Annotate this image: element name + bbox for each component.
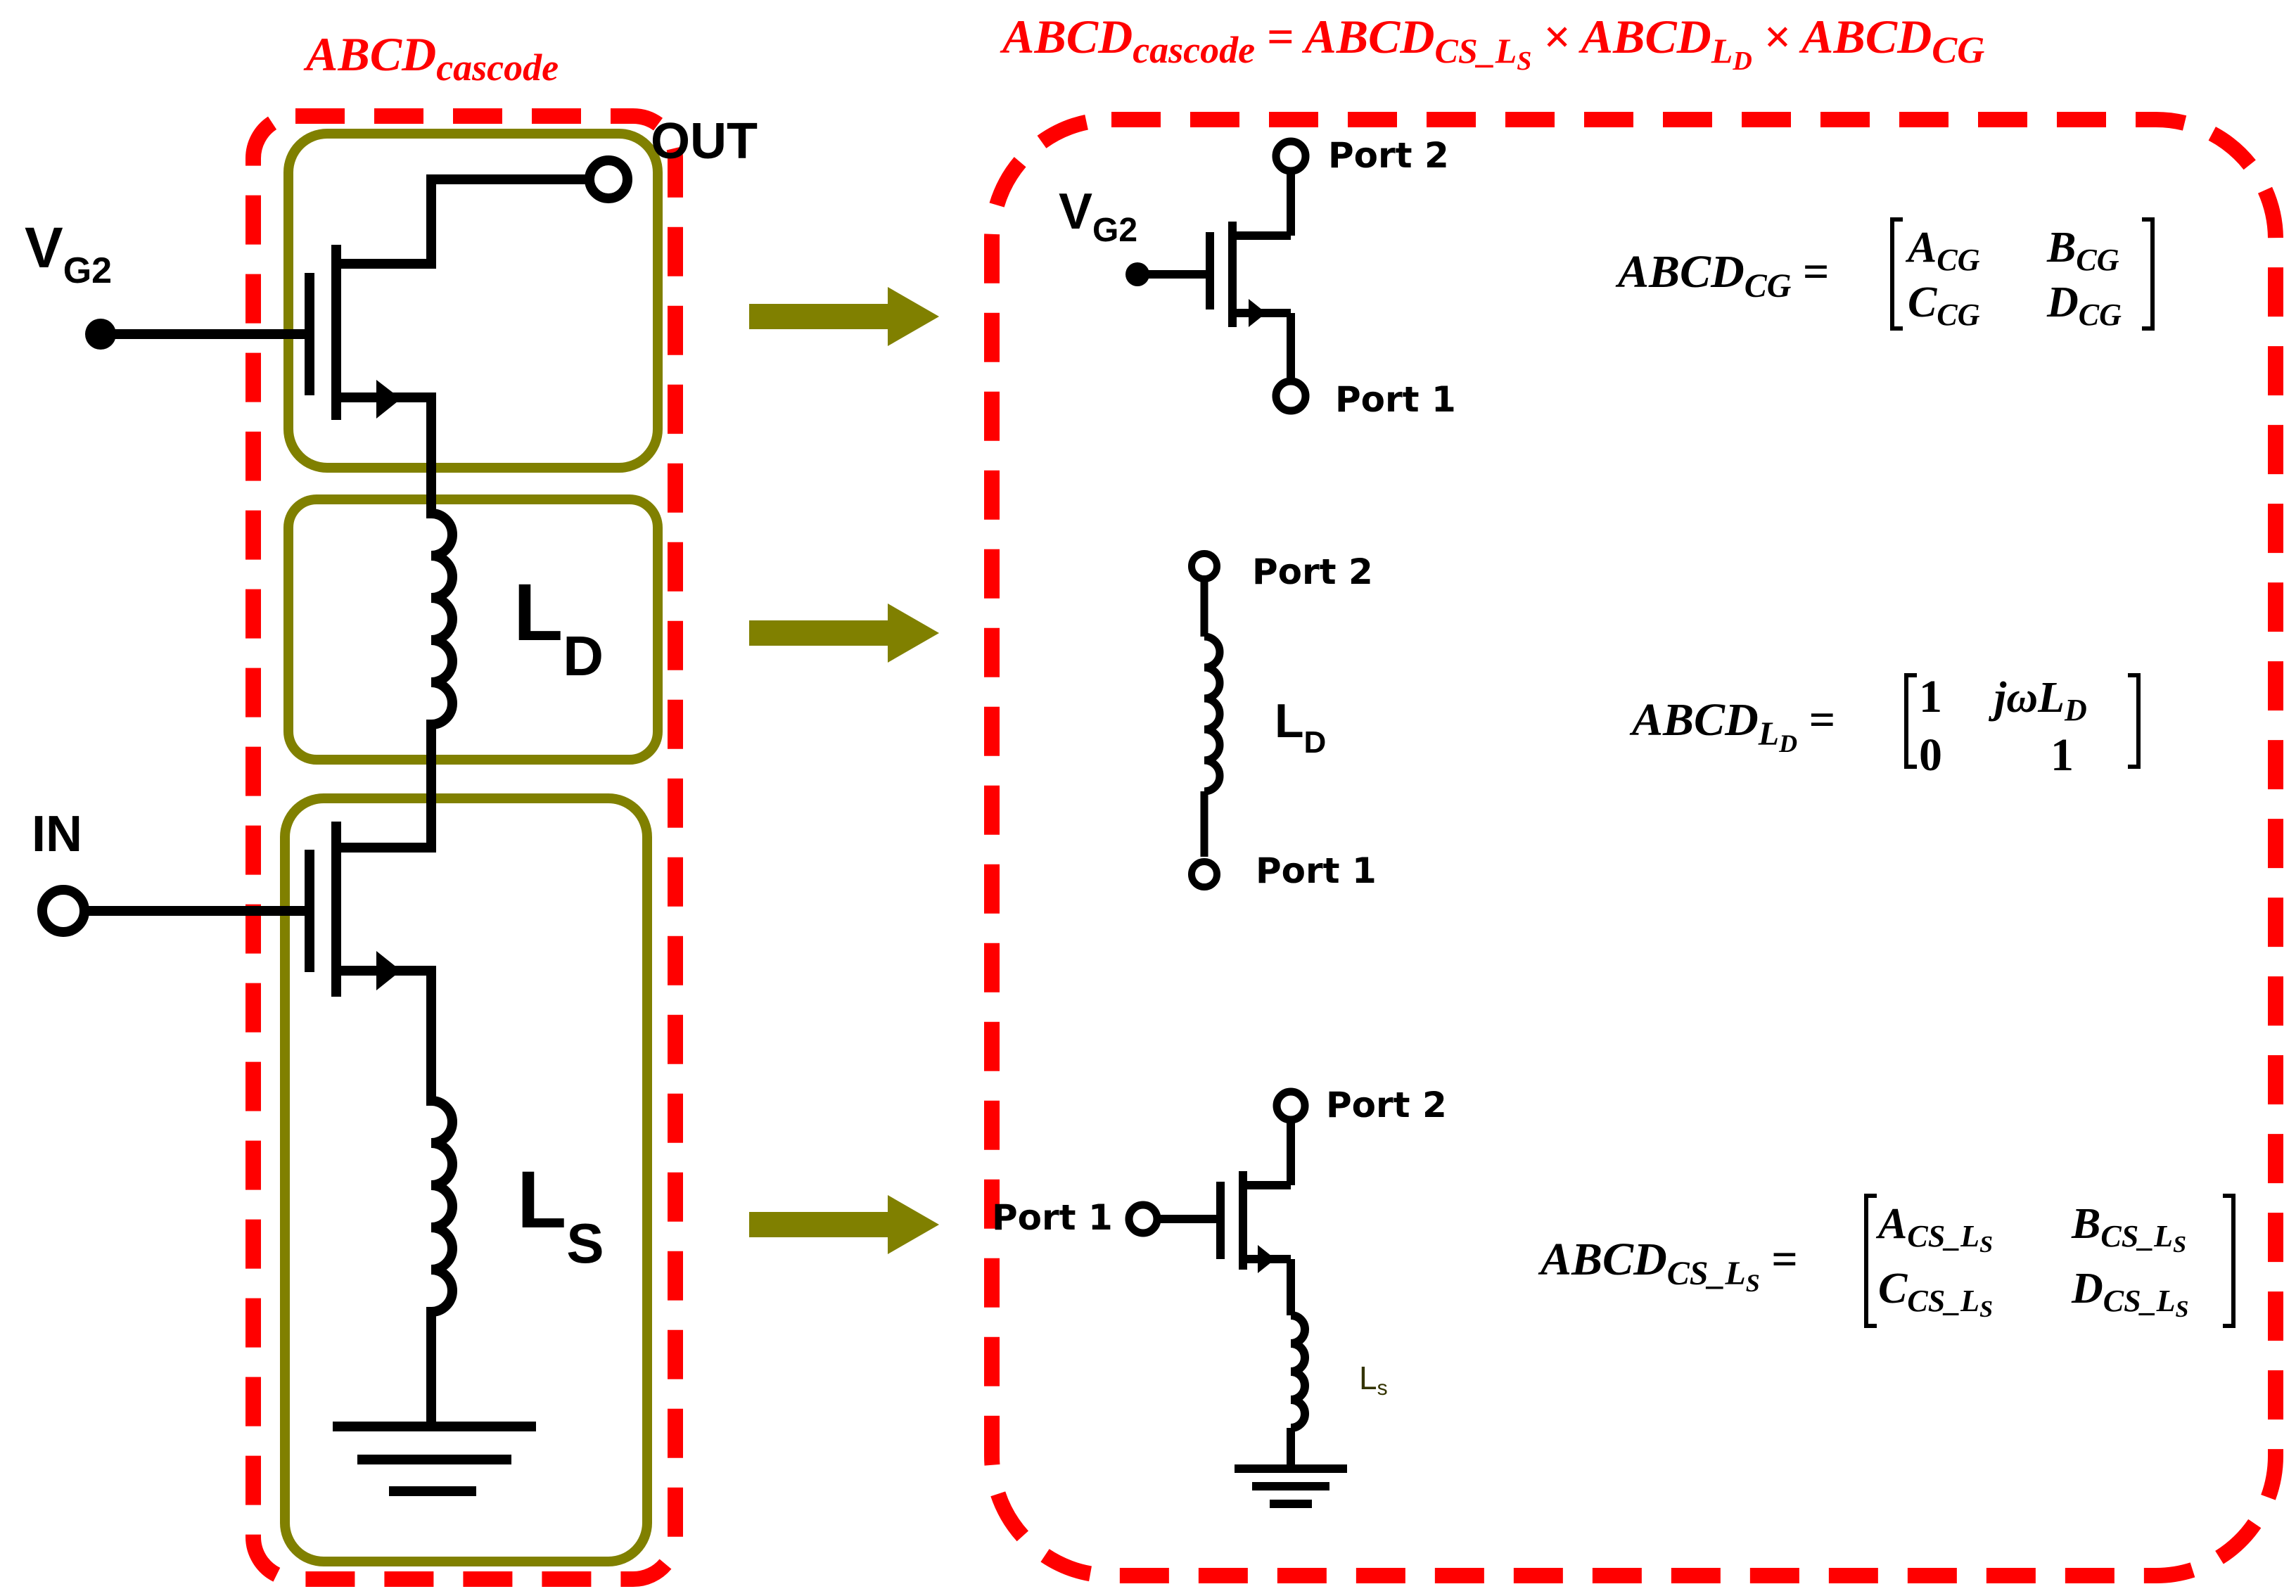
cg-matrix-lhs: ABCDCG = xyxy=(1615,246,1830,305)
ld-m11: 1 xyxy=(1919,671,1942,722)
cs-m12: BCS_LS xyxy=(2071,1200,2186,1258)
cg-m22: DCG xyxy=(2046,279,2122,332)
cg-port1-label: Port 1 xyxy=(1335,379,1456,420)
cs-source-arrow-icon xyxy=(376,951,401,990)
in-terminal-icon xyxy=(37,885,89,937)
cs-port1-label: Port 1 xyxy=(992,1197,1113,1238)
arrow-cg xyxy=(749,287,939,346)
ld-small-label: LD xyxy=(1275,694,1326,760)
cg-port2-terminal-icon xyxy=(1272,137,1310,175)
cs-port1-terminal-icon xyxy=(1125,1201,1161,1237)
ld-m12: jωLD xyxy=(1988,674,2087,727)
cg-m11: ACG xyxy=(1905,224,1980,277)
cg-port1-terminal-icon xyxy=(1272,377,1310,415)
cs-port2-terminal-icon xyxy=(1273,1087,1309,1124)
ld-matrix-lhs: ABCDLD = xyxy=(1629,694,1835,758)
cs-matrix-brackets xyxy=(1864,1194,2236,1328)
cg-small-arrow-icon xyxy=(1249,299,1266,327)
ld-label: LD xyxy=(514,568,604,687)
cg-m21: CCG xyxy=(1908,279,1980,332)
cg-port2-label: Port 2 xyxy=(1328,135,1449,176)
arrow-ld xyxy=(749,604,939,663)
cg-vg2-node-icon xyxy=(1125,262,1149,286)
cg-m12: BCG xyxy=(2046,224,2119,277)
cg-vg2-label: VG2 xyxy=(1059,184,1137,249)
ld-port2-terminal-icon xyxy=(1188,550,1220,582)
mapping-arrows xyxy=(749,287,939,1254)
ld-block-outline xyxy=(283,494,663,765)
cascode-product-equation: ABCDcascode = ABCDCS_LS × ABCDLD × ABCDC… xyxy=(1000,10,1984,80)
cs-m22: DCS_LS xyxy=(2071,1265,2188,1322)
cs-small-arrow-icon xyxy=(1258,1245,1275,1273)
cs-matrix-lhs: ABCDCS_LS = xyxy=(1538,1234,1798,1297)
cg-block-outline xyxy=(283,129,663,473)
ld-small-schematic xyxy=(1200,578,1224,857)
cs-m11: ACS_LS xyxy=(1875,1200,1993,1258)
cascode-dashed-boundary xyxy=(245,108,683,1587)
vg2-label: VG2 xyxy=(25,216,112,291)
vg2-node-icon xyxy=(85,319,116,350)
in-label: IN xyxy=(32,806,82,862)
cg-small-schematic xyxy=(1137,172,1295,378)
ld-matrix-brackets xyxy=(1904,673,2141,769)
cascode-title: ABCDcascode xyxy=(303,27,559,89)
ld-m21: 0 xyxy=(1919,729,1942,781)
decomposition-dashed-boundary xyxy=(984,112,2283,1583)
ld-port2-label: Port 2 xyxy=(1252,551,1373,592)
cs-port2-label: Port 2 xyxy=(1326,1085,1447,1125)
cascode-wiring xyxy=(58,174,589,1496)
ls-label: LS xyxy=(517,1155,604,1275)
out-terminal-icon xyxy=(585,155,632,203)
ld-port1-terminal-icon xyxy=(1188,858,1220,890)
cs-ls-label: Ls xyxy=(1359,1360,1388,1400)
ld-m22: 1 xyxy=(2051,729,2074,781)
cs-small-schematic xyxy=(1155,1120,1347,1508)
cs-m21: CCS_LS xyxy=(1878,1265,1993,1322)
cs-block-outline xyxy=(280,793,652,1566)
cg-source-arrow-icon xyxy=(376,380,401,419)
cg-matrix-brackets xyxy=(1890,217,2155,331)
ld-port1-label: Port 1 xyxy=(1256,850,1377,891)
arrow-cs xyxy=(749,1195,939,1254)
out-label: OUT xyxy=(651,113,758,170)
